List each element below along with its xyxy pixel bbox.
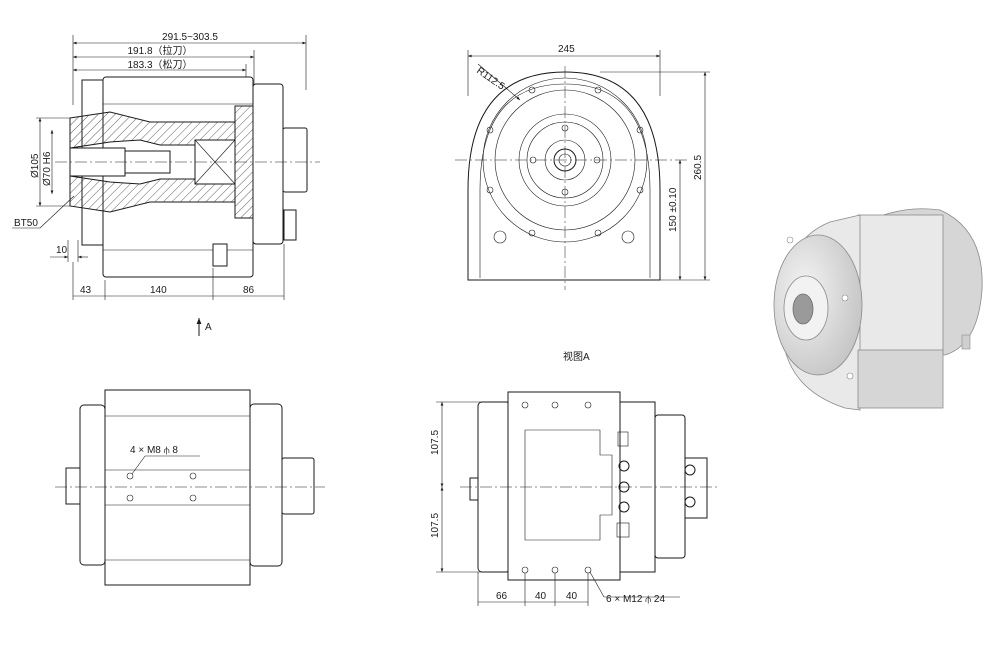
dim-107-bottom: 107.5 — [430, 513, 441, 538]
dim-66: 66 — [496, 591, 508, 602]
dim-release-length: 183.3（松刀） — [127, 58, 192, 71]
label-bt50: BT50 — [14, 218, 38, 229]
dim-radius: R112.5 — [474, 65, 506, 92]
dim-center-height: 150 ±0.10 — [668, 187, 679, 232]
dim-clamp-length: 191.8（拉刀） — [127, 44, 192, 57]
dim-40-first: 40 — [535, 591, 547, 602]
dim-107-top: 107.5 — [430, 430, 441, 455]
label-m8-holes: 4 × M8 ⫛ 8 — [130, 445, 178, 456]
bottom-view: 107.5 107.5 66 40 40 6 × M12 ⫛ 24 — [430, 391, 720, 606]
dim-width-245: 245 — [558, 44, 575, 55]
dim-phi105: Ø105 — [30, 153, 41, 178]
dim-140: 140 — [150, 285, 167, 296]
side-section-view: 291.5~303.5 191.8（拉刀） 183.3（松刀） Ø105 — [12, 32, 320, 336]
dim-40-second: 40 — [566, 591, 578, 602]
front-view-a: 245 R112.5 260.5 — [455, 44, 710, 363]
view-arrow-a-label: A — [205, 322, 212, 333]
dim-overall-length: 291.5~303.5 — [162, 32, 218, 43]
dim-10: 10 — [56, 245, 68, 256]
top-view: 4 × M8 ⫛ 8 — [55, 389, 325, 586]
dim-43: 43 — [80, 285, 92, 296]
label-m12-holes: 6 × M12 ⫛ 24 — [606, 594, 665, 605]
spindle-3d-render — [773, 208, 983, 411]
dim-phi70: Ø70 H6 — [42, 151, 53, 186]
view-a-caption: 视图A — [563, 350, 590, 363]
dim-height-260: 260.5 — [693, 155, 704, 180]
dim-86: 86 — [243, 285, 255, 296]
